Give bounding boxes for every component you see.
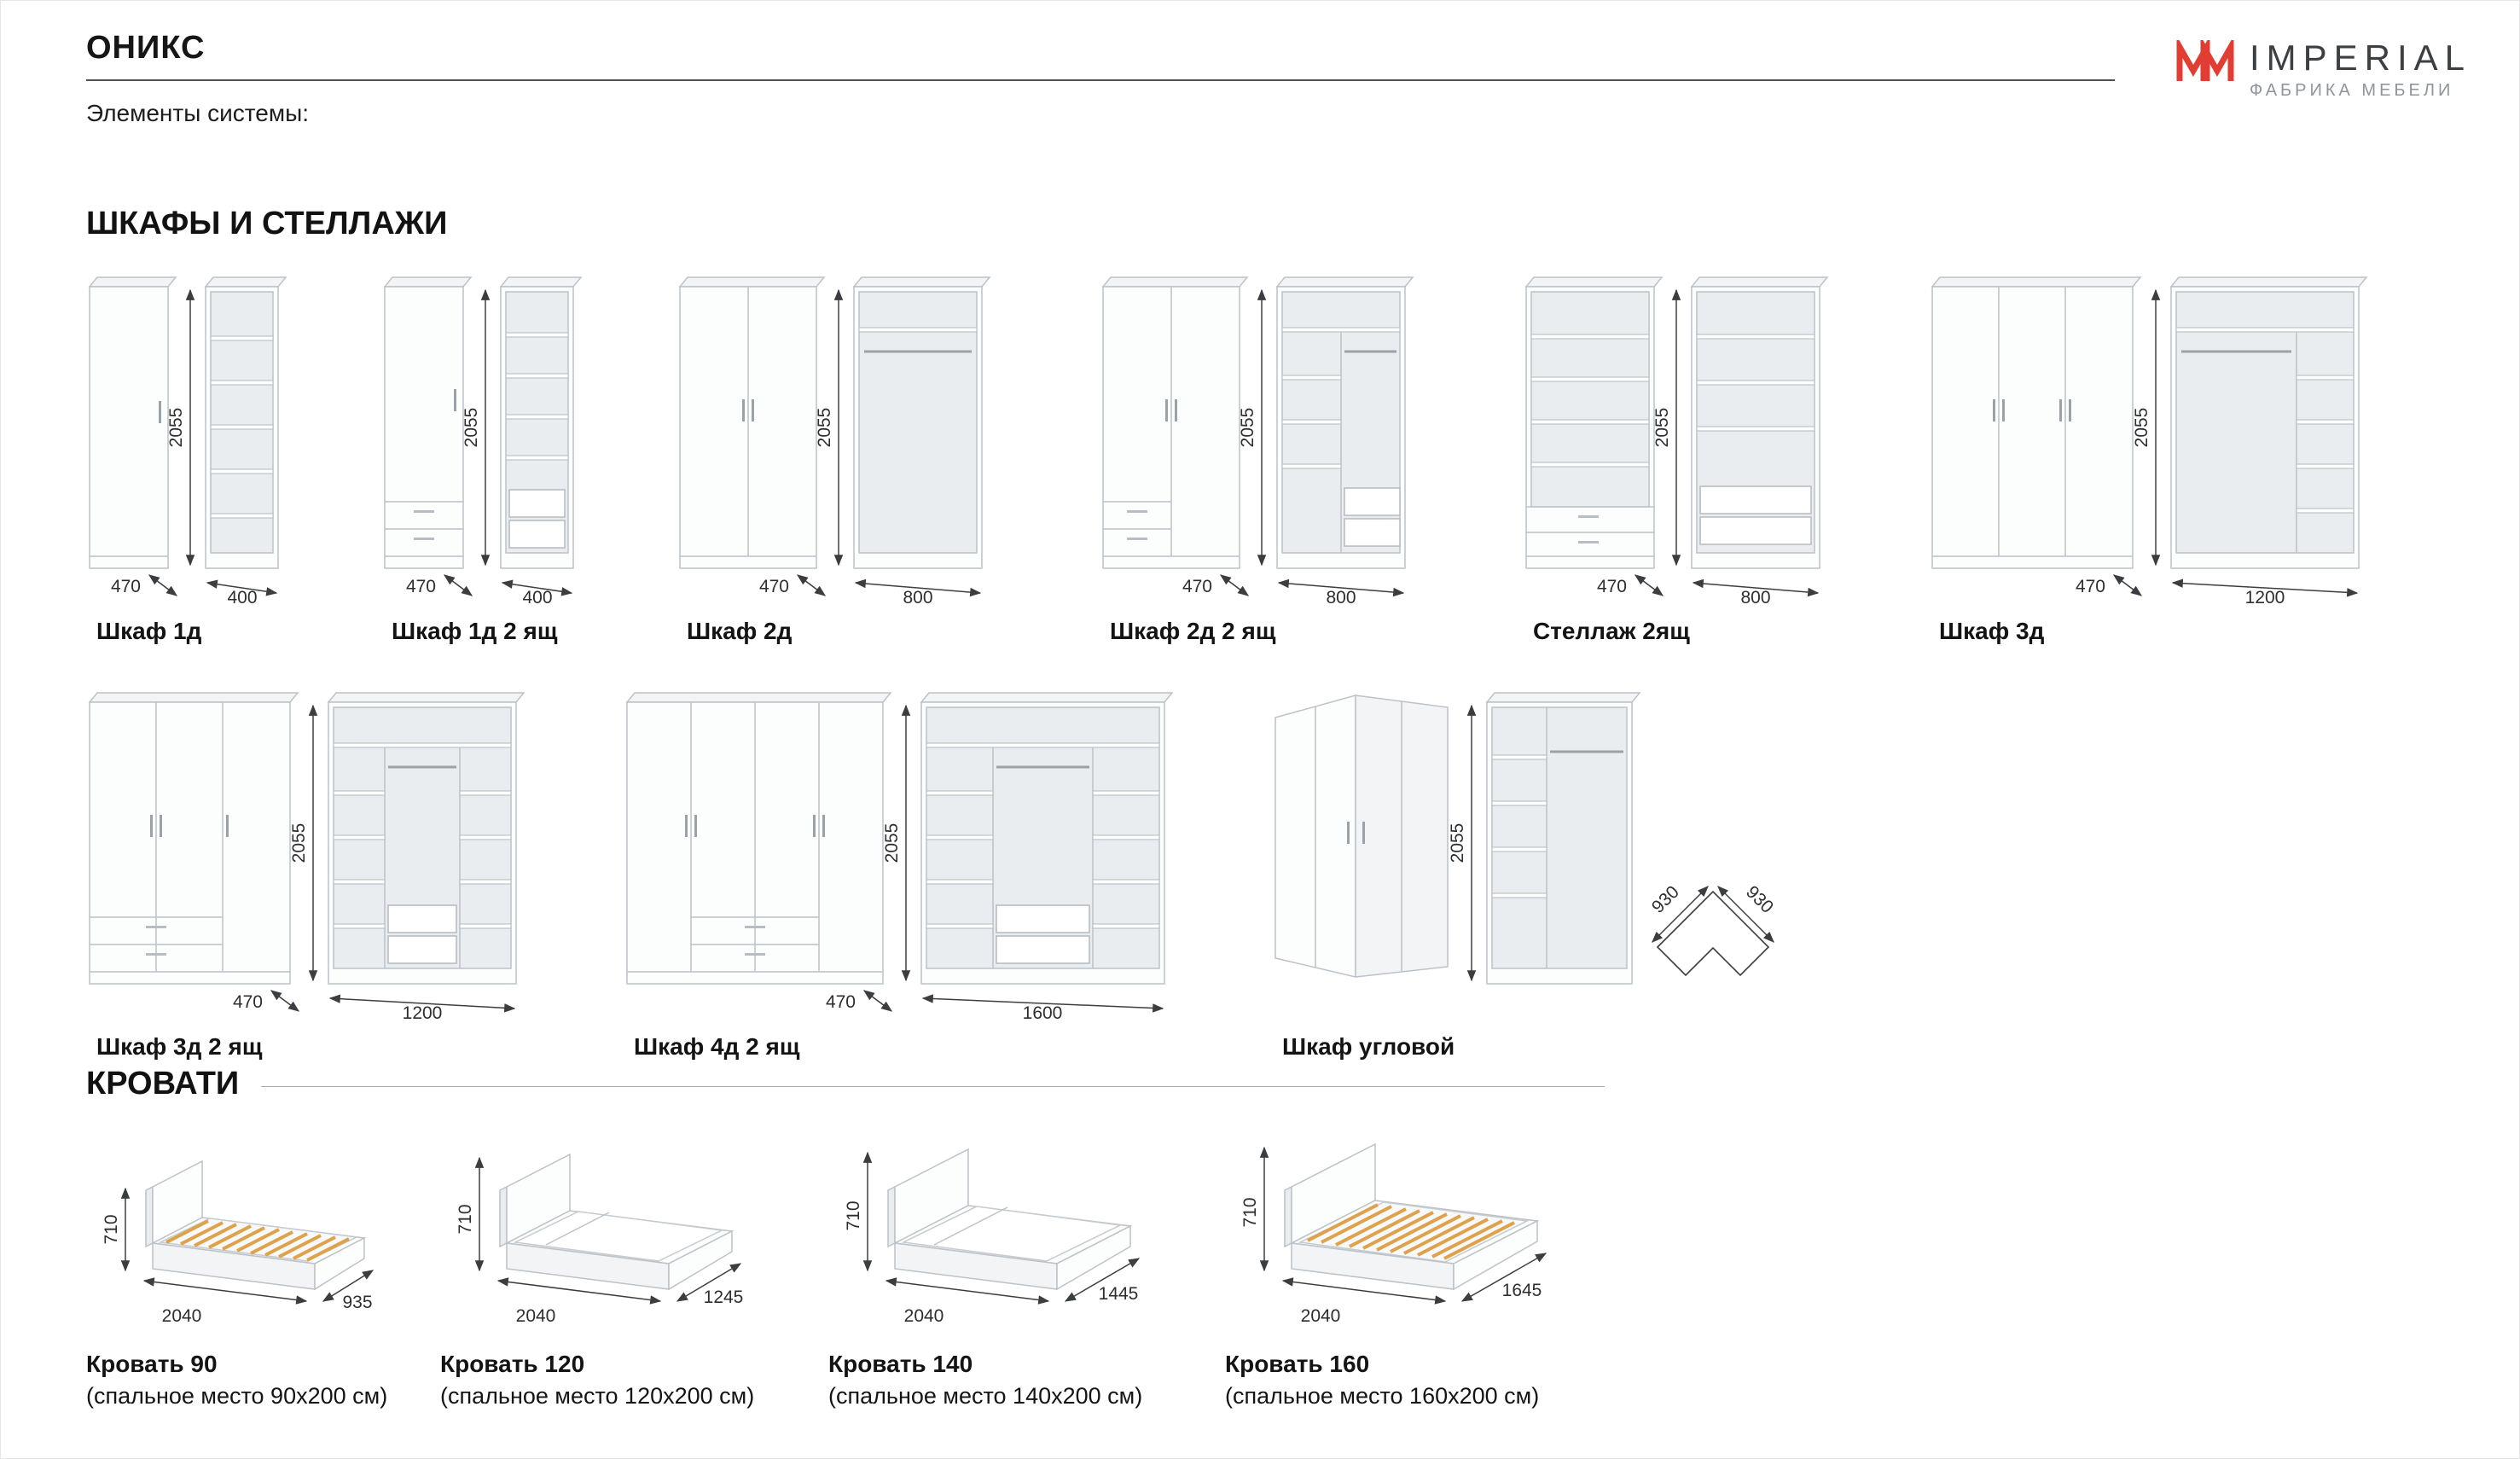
height-dim-label: 2055 — [1652, 408, 1672, 448]
side-a-dim-label: 930 — [1648, 882, 1683, 917]
item-label: Кровать 90 — [86, 1351, 218, 1377]
item-sublabel: (спальное место 140x200 см) — [828, 1383, 1143, 1409]
item-label: Шкаф угловой — [1282, 1033, 1455, 1060]
depth-dim-label: 470 — [111, 577, 141, 596]
item-sublabel: (спальное место 90x200 см) — [86, 1383, 388, 1409]
furniture-item: 710 2040 1645 — [1225, 1125, 1583, 1410]
side-b-dim-label: 930 — [1742, 882, 1777, 917]
furniture-item: 2055 470 1600 — [624, 677, 1178, 1061]
brand-name: IMPERIAL — [2249, 38, 2471, 78]
wardrobes-row-2: 2055 470 1200 — [86, 677, 1784, 1061]
width-dim-label: 400 — [227, 588, 257, 606]
item-label: Шкаф 2д 2 ящ — [1110, 618, 1276, 644]
height-dim-label: 710 — [844, 1200, 863, 1230]
item-label: Шкаф 1д — [96, 618, 202, 644]
beds-heading-divider — [261, 1086, 1605, 1087]
imperial-mark-icon — [2176, 40, 2234, 81]
width-dim-label: 935 — [342, 1293, 372, 1312]
height-dim-label: 710 — [456, 1204, 475, 1234]
furniture-item: 2055 930 930 Шкаф угловой — [1272, 677, 1784, 1061]
wardrobe-1d-2dr-drawing: 2055 470 400 — [383, 276, 583, 606]
depth-dim-label: 470 — [1597, 577, 1627, 596]
width-dim-label: 1200 — [403, 1003, 443, 1021]
item-label: Кровать 160 — [1225, 1351, 1370, 1377]
item-label: Кровать 140 — [828, 1351, 973, 1377]
beds-row: 710 2040 935 — [86, 1125, 1583, 1410]
header-divider — [86, 79, 2115, 81]
depth-dim-label: 470 — [1182, 577, 1212, 596]
width-dim-label: 400 — [522, 588, 552, 606]
width-dim-label: 800 — [1740, 588, 1770, 606]
wardrobe-2d-2dr-drawing: 2055 470 800 — [1101, 276, 1414, 606]
wardrobes-section-heading: ШКАФЫ И СТЕЛЛАЖИ — [86, 206, 448, 241]
item-label: Шкаф 3д 2 ящ — [96, 1033, 263, 1060]
page-subtitle: Элементы системы: — [86, 100, 309, 126]
bed-160-drawing: 710 2040 1645 — [1240, 1142, 1547, 1326]
width-dim-label: 1600 — [1023, 1003, 1063, 1021]
height-dim-label: 2055 — [815, 408, 834, 448]
item-label: Шкаф 3д — [1939, 618, 2045, 644]
height-dim-label: 2055 — [462, 408, 481, 448]
depth-dim-label: 470 — [759, 577, 789, 596]
item-label: Шкаф 4д 2 ящ — [634, 1033, 800, 1060]
item-sublabel: (спальное место 160x200 см) — [1225, 1383, 1540, 1409]
furniture-item: 2055 470 400 Шкаф 1д — [86, 261, 299, 645]
depth-dim-label: 470 — [406, 577, 436, 596]
height-dim-label: 2055 — [1448, 823, 1467, 863]
length-dim-label: 2040 — [162, 1306, 202, 1326]
height-dim-label: 710 — [102, 1214, 121, 1244]
item-sublabel: (спальное место 120x200 см) — [440, 1383, 755, 1409]
furniture-item: 710 2040 1445 Кровать 140 (спальное мест… — [828, 1125, 1178, 1410]
furniture-item: 2055 470 400 Шкаф 1д 2 ящ — [381, 261, 595, 645]
width-dim-label: 1445 — [1099, 1284, 1139, 1304]
length-dim-label: 2040 — [1301, 1306, 1341, 1326]
item-label: Шкаф 2д — [687, 618, 793, 644]
depth-dim-label: 470 — [2076, 577, 2105, 596]
width-dim-label: 800 — [1326, 588, 1356, 606]
wardrobe-4d-2dr-drawing: 2055 470 1600 — [625, 692, 1174, 1021]
beds-section-heading-row: КРОВАТИ — [86, 1066, 1605, 1102]
height-dim-label: 2055 — [289, 823, 309, 863]
width-dim-label: 1245 — [704, 1288, 744, 1307]
item-label: Стеллаж 2ящ — [1533, 618, 1690, 644]
furniture-item: 2055 470 1200 Шкаф 3д — [1929, 261, 2372, 645]
wardrobes-row-1: 2055 470 400 Шкаф 1д — [86, 261, 2372, 645]
wardrobe-1d-drawing: 2055 470 400 — [88, 276, 287, 606]
furniture-item: 710 2040 1245 Кровать 120 (спальное мест… — [440, 1125, 781, 1410]
furniture-item: 2055 470 800 Шкаф 2д — [676, 261, 1018, 645]
wardrobe-3d-2dr-drawing: 2055 470 1200 — [88, 692, 525, 1021]
item-label: Кровать 120 — [440, 1351, 585, 1377]
height-dim-label: 2055 — [2132, 408, 2151, 448]
item-label: Шкаф 1д 2 ящ — [392, 618, 558, 644]
length-dim-label: 2040 — [904, 1306, 944, 1326]
bed-120-drawing: 710 2040 1245 — [456, 1153, 744, 1326]
furniture-item: 710 2040 935 — [86, 1125, 393, 1410]
depth-dim-label: 470 — [233, 992, 263, 1012]
height-dim-label: 2055 — [166, 408, 186, 448]
width-dim-label: 1200 — [2245, 588, 2285, 606]
depth-dim-label: 470 — [826, 992, 856, 1012]
length-dim-label: 2040 — [516, 1306, 556, 1326]
wardrobe-3d-drawing: 2055 470 1200 — [1931, 276, 2368, 606]
height-dim-label: 2055 — [1238, 408, 1257, 448]
bed-140-drawing: 710 2040 1445 — [844, 1148, 1141, 1326]
page-title: ОНИКС — [86, 30, 206, 66]
width-dim-label: 1645 — [1502, 1281, 1542, 1300]
furniture-item: 2055 470 1200 — [86, 677, 530, 1061]
wardrobe-2d-drawing: 2055 470 800 — [678, 276, 991, 606]
width-dim-label: 800 — [903, 588, 932, 606]
bed-90-drawing: 710 2040 935 — [102, 1160, 375, 1326]
beds-section-heading: КРОВАТИ — [86, 1066, 240, 1102]
corner-wardrobe-drawing: 2055 930 930 — [1275, 692, 1777, 985]
height-dim-label: 2055 — [882, 823, 902, 863]
brand-tagline: ФАБРИКА МЕБЕЛИ — [2249, 81, 2454, 100]
furniture-item: 2055 470 800 Шкаф 2д 2 ящ — [1100, 261, 1441, 645]
height-dim-label: 710 — [1240, 1197, 1260, 1227]
shelving-2dr-drawing: 2055 470 800 — [1524, 276, 1829, 606]
brand-logo: IMPERIAL ФАБРИКА МЕБЕЛИ — [2176, 40, 2471, 101]
furniture-item: 2055 470 800 Стеллаж 2ящ — [1523, 261, 1847, 645]
